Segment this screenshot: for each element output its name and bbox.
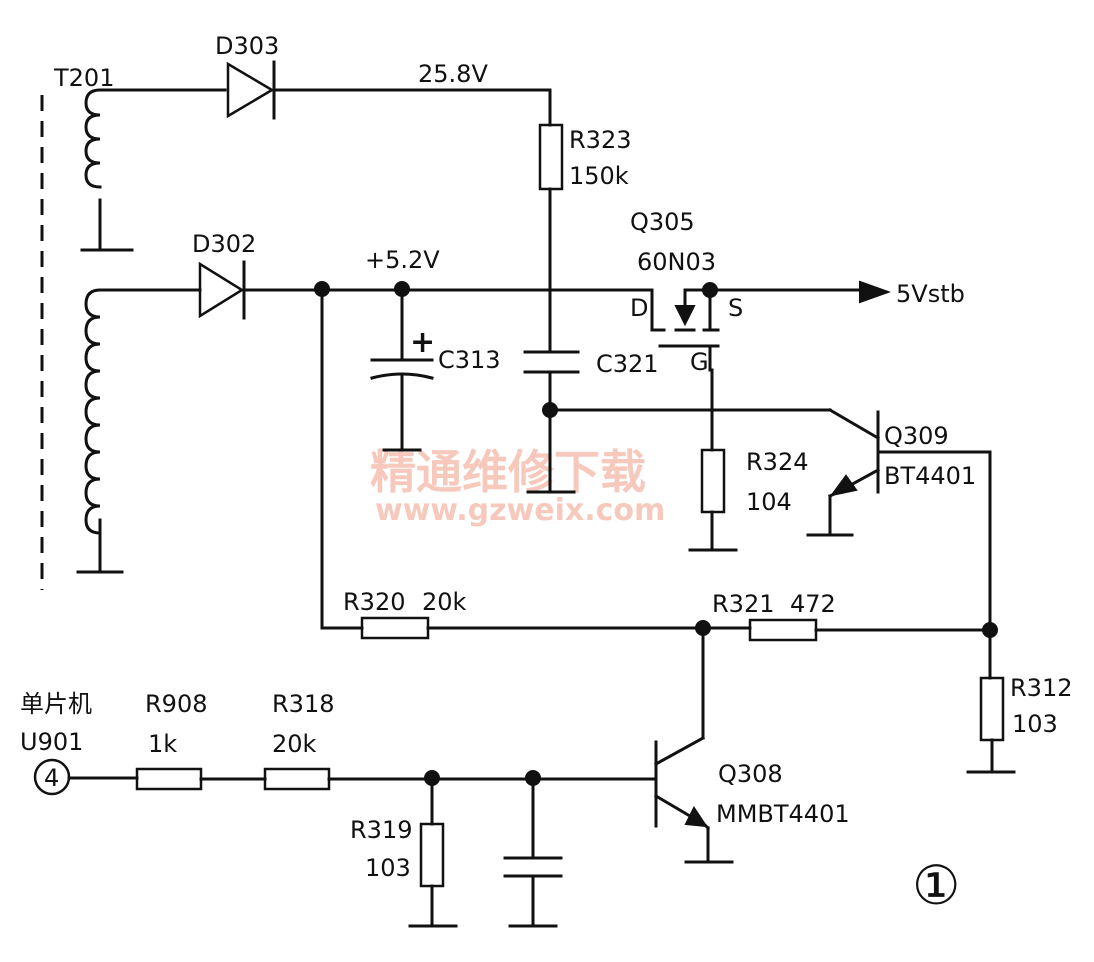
r321-label: R321 <box>712 590 774 618</box>
resistor-r319: R319 103 <box>350 777 458 928</box>
watermark-text: 精通维修下载 <box>370 445 646 499</box>
capacitor-c313: + C313 <box>370 288 501 452</box>
q308-part: MMBT4401 <box>716 800 850 828</box>
capacitor-unlabeled <box>503 777 563 928</box>
u901-label: U901 <box>20 728 83 756</box>
resistor-r324: R324 104 <box>688 368 808 552</box>
r323-label: R323 <box>569 126 631 154</box>
mosfet-arrow <box>674 305 696 327</box>
pin-g-label: G <box>690 348 709 376</box>
c321-label: C321 <box>596 350 659 378</box>
figure-number: ① <box>912 854 960 917</box>
r320-label: R320 <box>343 588 405 616</box>
transformer-t201: T201 <box>40 64 227 590</box>
transistor-q309: Q309 BT4401 <box>548 407 992 680</box>
pin-4-label: 4 <box>44 764 59 792</box>
c313-label: C313 <box>438 346 501 374</box>
r324-value: 104 <box>746 488 792 516</box>
r323-value: 150k <box>569 162 629 190</box>
resistors-r320-r321: R320 20k R321 472 <box>320 288 998 642</box>
diode-d302: D302 +5.2V <box>192 230 654 320</box>
q309-label: Q309 <box>884 422 949 450</box>
r321-value: 472 <box>790 590 836 618</box>
pin-d-label: D <box>630 294 648 322</box>
transistor-q308: Q308 MMBT4401 <box>653 626 850 864</box>
q305-label: Q305 <box>630 208 695 236</box>
upper-winding <box>84 88 102 189</box>
mcu-label: 单片机 <box>20 690 92 718</box>
mcu-input: 单片机 U901 4 R908 1k R318 20k <box>20 690 658 796</box>
emitter-arrow <box>829 474 858 497</box>
resistor-r318 <box>263 767 331 791</box>
pin-s-label: S <box>728 294 743 322</box>
emitter-arrow <box>684 806 709 828</box>
output-5vstb: 5Vstb <box>896 280 965 308</box>
r324-label: R324 <box>746 448 808 476</box>
d302-label: D302 <box>192 230 256 258</box>
c313-polarity-plus: + <box>410 325 435 360</box>
watermark: 精通维修下载 www.gzweix.com <box>370 445 665 528</box>
output-arrow <box>859 280 891 304</box>
voltage-5v2: +5.2V <box>365 246 440 274</box>
resistor-r312: R312 103 <box>966 674 1072 774</box>
t201-label: T201 <box>53 64 114 92</box>
q305-part: 60N03 <box>637 248 716 276</box>
r312-value: 103 <box>1012 710 1058 738</box>
r908-value: 1k <box>148 730 177 758</box>
q309-part: BT4401 <box>884 462 976 490</box>
junction-dot <box>702 282 718 298</box>
resistor-r320 <box>360 616 430 640</box>
diode-d303: D303 25.8V <box>215 32 552 120</box>
r319-label: R319 <box>350 816 412 844</box>
resistor-r323: R323 150k <box>538 88 631 352</box>
r319-value: 103 <box>365 854 411 882</box>
d303-label: D303 <box>215 32 279 60</box>
r318-label: R318 <box>272 690 334 718</box>
voltage-25v8: 25.8V <box>418 60 488 88</box>
junction-dot <box>982 622 998 638</box>
mosfet-q305: Q305 60N03 D S G 5Vstb <box>630 208 965 376</box>
resistor-r321 <box>748 618 818 642</box>
r318-value: 20k <box>272 730 317 758</box>
r320-value: 20k <box>422 588 467 616</box>
watermark-url: www.gzweix.com <box>375 493 665 528</box>
r908-label: R908 <box>145 690 207 718</box>
q308-label: Q308 <box>718 760 783 788</box>
lower-winding <box>84 288 102 535</box>
r312-label: R312 <box>1010 674 1072 702</box>
resistor-r908 <box>135 767 203 791</box>
